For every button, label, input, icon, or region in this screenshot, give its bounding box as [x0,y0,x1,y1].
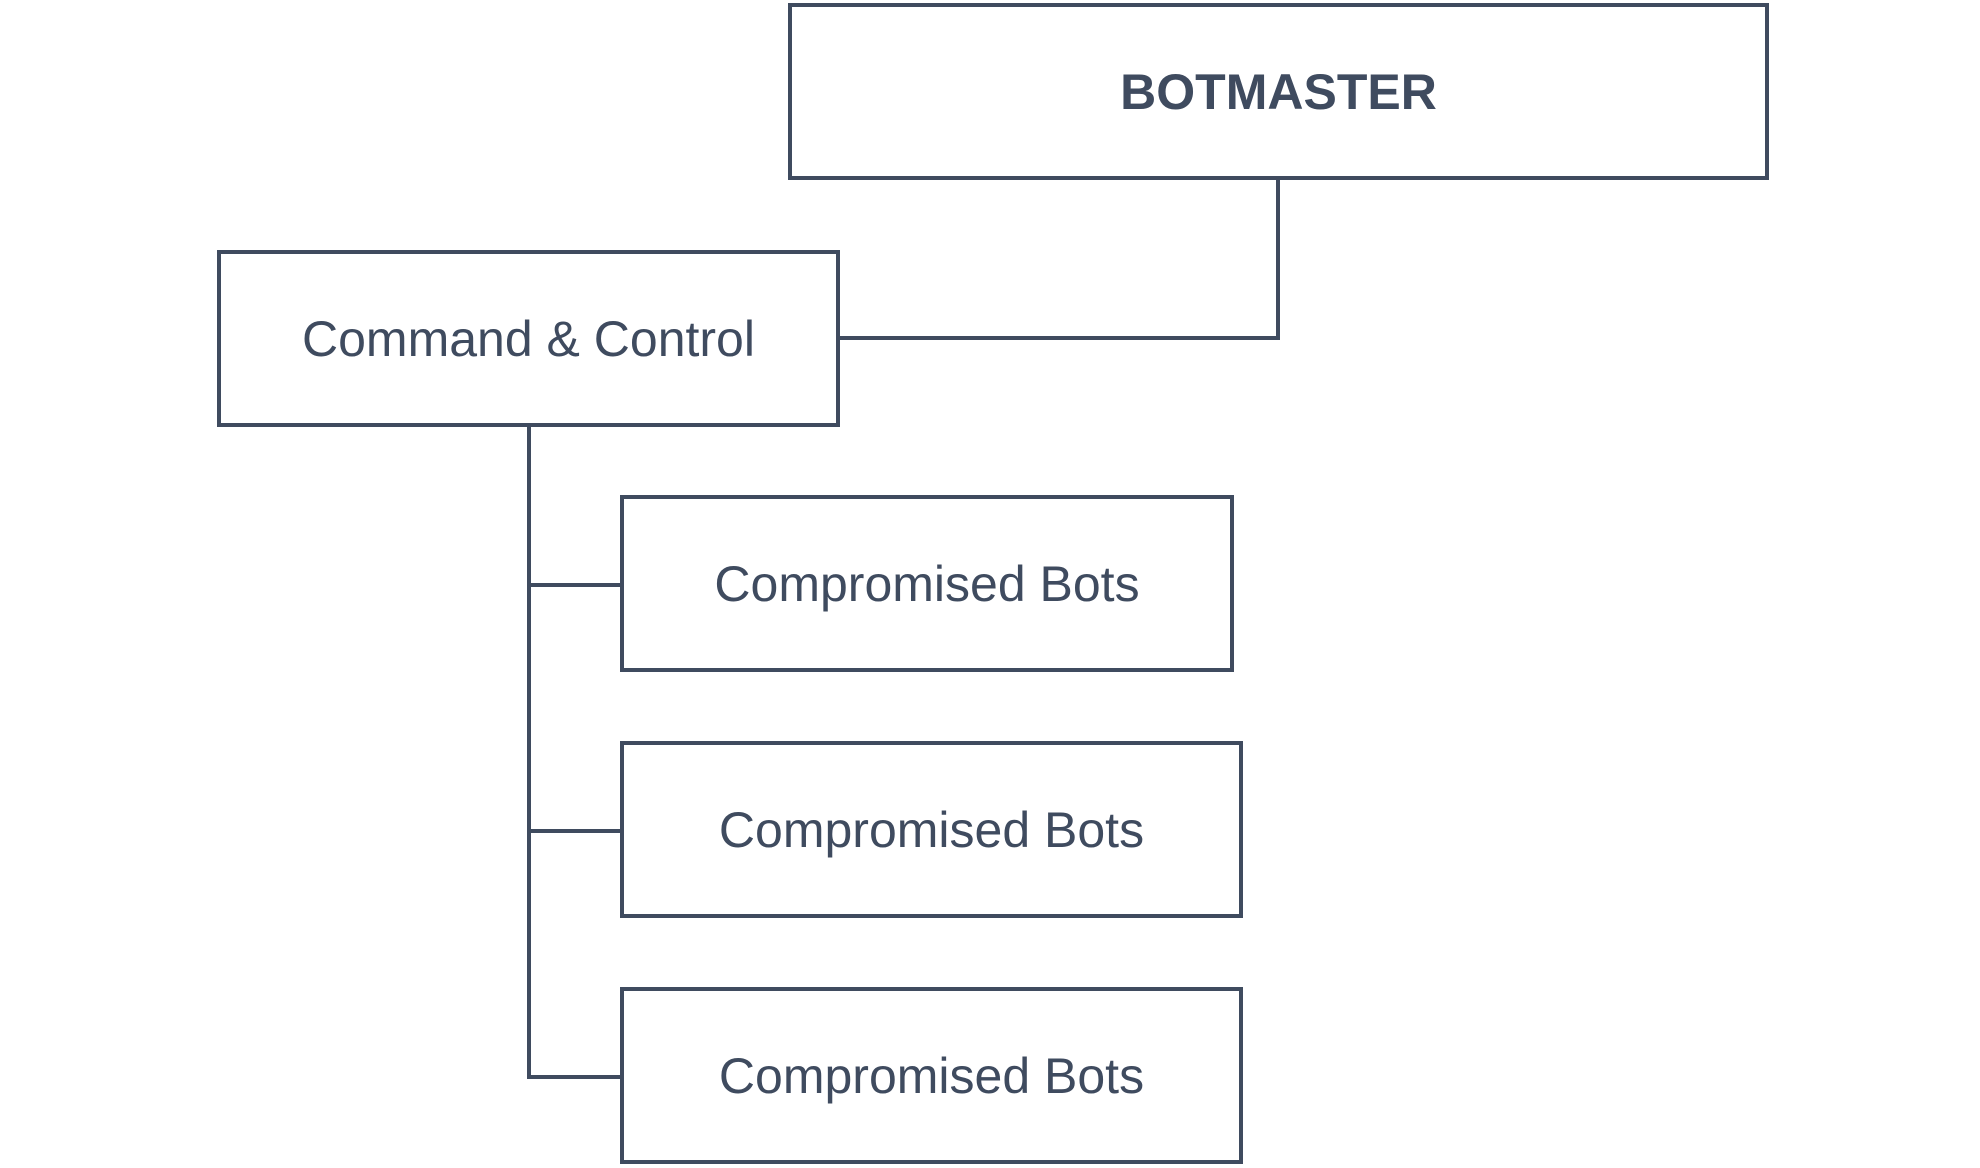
compromised-bots-node: Compromised Bots [620,741,1243,918]
compromised-bots-node: Compromised Bots [620,495,1234,672]
command-control-label: Command & Control [302,310,755,367]
botmaster-node: BOTMASTER [788,3,1769,180]
connector-branch-bot-3 [527,1075,623,1079]
compromised-bots-label: Compromised Bots [718,1047,1145,1104]
compromised-bots-label: Compromised Bots [714,555,1140,612]
connector-controller-trunk [527,425,531,1079]
connector-root-down [1276,178,1280,340]
connector-branch-bot-1 [527,583,623,587]
compromised-bots-node: Compromised Bots [620,987,1243,1164]
command-control-node: Command & Control [217,250,840,427]
connector-branch-bot-2 [527,829,623,833]
compromised-bots-label: Compromised Bots [718,801,1145,858]
connector-root-to-controller [838,336,1280,340]
botmaster-label: BOTMASTER [1120,63,1437,120]
